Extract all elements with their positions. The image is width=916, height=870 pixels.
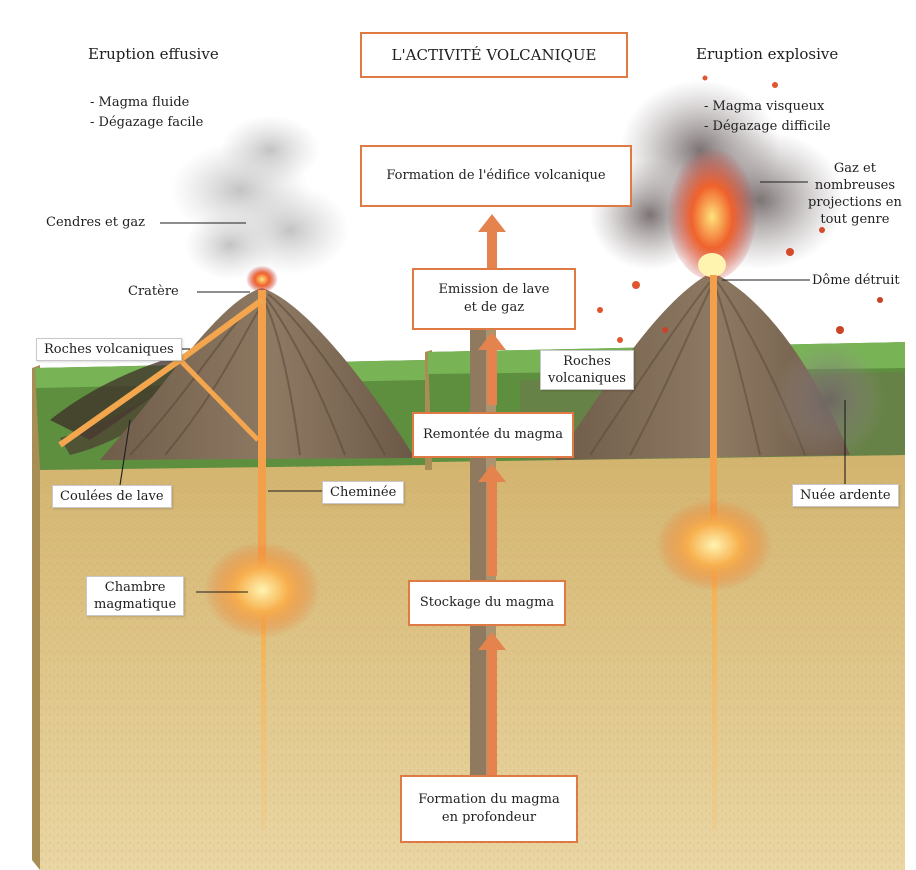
gas-line-4: tout genre [808,211,902,228]
box-emission: Emission de lave et de gaz [412,268,576,330]
right-trait-2: - Dégazage difficile [704,118,831,135]
label-ash-gas: Cendres et gaz [46,214,145,231]
left-heading: Eruption effusive [88,46,219,63]
right-heading: Eruption explosive [696,46,838,63]
left-trait-1: - Magma fluide [90,94,189,111]
label-pyroclastic-cloud: Nuée ardente [792,484,899,507]
gas-line-1: Gaz et [808,160,902,177]
label-right-rocks: Roches volcaniques [540,350,634,390]
label-left-rocks: Roches volcaniques [36,338,182,361]
left-trait-2: - Dégazage facile [90,114,203,131]
label-crater: Cratère [128,283,179,300]
box-storage: Stockage du magma [408,580,566,626]
box-formation-edifice: Formation de l'édifice volcanique [360,145,632,207]
formation-magma-line-2: en profondeur [442,809,536,827]
box-formation-magma: Formation du magma en profondeur [400,775,578,843]
label-magma-chamber: Chambre magmatique [86,576,184,616]
left-ash-cloud [170,115,350,280]
formation-magma-line-1: Formation du magma [418,791,559,809]
label-lava-flows: Coulées de lave [52,485,172,508]
label-destroyed-dome: Dôme détruit [812,272,900,289]
right-rocks-line-1: Roches [548,353,626,370]
label-gas-projections: Gaz et nombreuses projections en tout ge… [808,160,902,228]
page-title: L'ACTIVITÉ VOLCANIQUE [360,32,628,78]
gas-line-2: nombreuses [808,177,902,194]
chamber-line-2: magmatique [94,596,176,613]
right-trait-1: - Magma visqueux [704,98,824,115]
emission-line-1: Emission de lave [439,281,550,299]
emission-line-2: et de gaz [464,299,524,317]
right-rocks-line-2: volcaniques [548,370,626,387]
gas-line-3: projections en [808,194,902,211]
box-ascent: Remontée du magma [412,412,574,458]
label-chimney: Cheminée [322,481,404,504]
chamber-line-1: Chambre [94,579,176,596]
